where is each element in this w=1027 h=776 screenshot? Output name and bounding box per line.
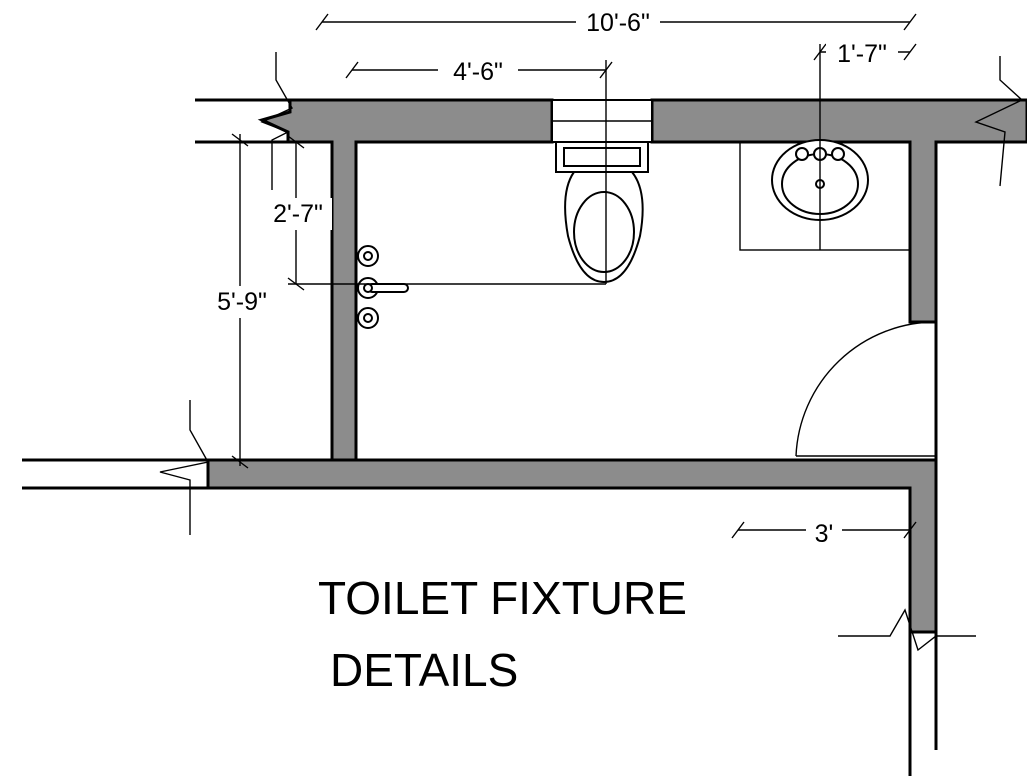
title-line-2: DETAILS [330, 644, 518, 696]
toilet [555, 141, 649, 284]
sink [739, 139, 911, 251]
break-lines [159, 52, 1024, 652]
valves [357, 245, 409, 329]
title-line-1: TOILET FIXTURE [318, 572, 687, 624]
dim-room-depth: 5'-9" [217, 288, 267, 316]
door [795, 321, 938, 460]
dim-overall-width: 10'-6" [586, 9, 650, 37]
dim-door-offset: 3' [815, 520, 834, 548]
top-wall-left [257, 98, 554, 462]
wall-lines [22, 98, 938, 776]
dim-toilet-offset: 4'-6" [453, 58, 503, 86]
dim-toilet-height: 2'-7" [273, 200, 323, 228]
dim-sink-offset: 1'-7" [837, 40, 887, 68]
